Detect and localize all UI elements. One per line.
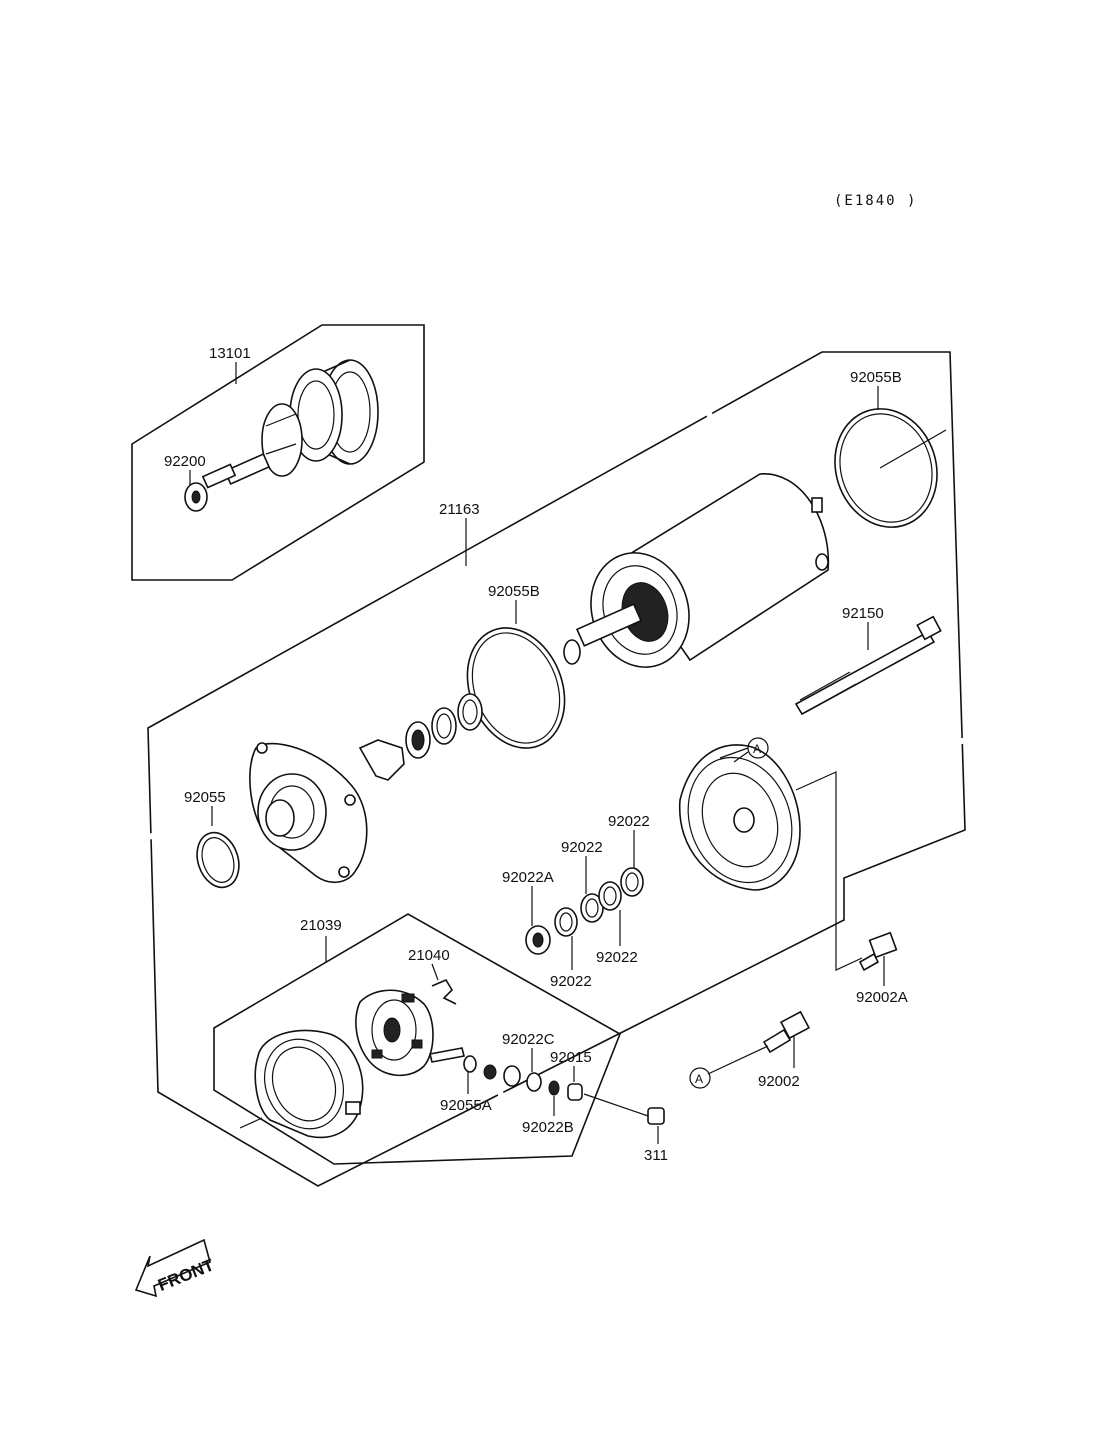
part-label-92150: 92150 bbox=[842, 605, 884, 622]
group-box-21163 bbox=[147, 351, 966, 1187]
terminal-stack bbox=[429, 1047, 583, 1101]
part-label-92022-c: 92022 bbox=[550, 973, 592, 990]
part-label-92015: 92015 bbox=[550, 1049, 592, 1066]
part-label-21040: 21040 bbox=[408, 947, 450, 964]
part-label-92055B-top: 92055B bbox=[850, 369, 902, 386]
callout-marker-a-top-label: A bbox=[753, 742, 761, 756]
part-label-13101: 13101 bbox=[209, 345, 251, 362]
part-label-92022-d: 92022 bbox=[596, 949, 638, 966]
front-arrow-label: FRONT bbox=[155, 1255, 217, 1295]
brush-spring-21040 bbox=[431, 978, 457, 1005]
part-label-92022C: 92022C bbox=[502, 1031, 555, 1048]
part-label-21039: 21039 bbox=[300, 917, 342, 934]
o-ring-92055 bbox=[196, 831, 240, 889]
front-direction-arrow: FRONT bbox=[134, 1238, 217, 1298]
leader-21040 bbox=[431, 963, 439, 981]
washer-stack-upper bbox=[358, 693, 483, 781]
part-label-92002A: 92002A bbox=[856, 989, 908, 1006]
front-cover bbox=[249, 742, 368, 883]
shim-washers-92022 bbox=[525, 867, 644, 955]
part-label-311: 311 bbox=[644, 1147, 668, 1164]
leader-92002A-line bbox=[795, 771, 863, 971]
nut-311 bbox=[647, 1107, 665, 1125]
part-label-92055A: 92055A bbox=[440, 1097, 492, 1114]
part-label-21163: 21163 bbox=[439, 501, 480, 518]
part-label-92055B-mid: 92055B bbox=[488, 583, 540, 600]
o-ring-92055B-mid bbox=[466, 627, 566, 749]
thru-bolt-92150 bbox=[794, 615, 942, 716]
brush-holder-ring bbox=[239, 1029, 364, 1139]
rear-cover bbox=[679, 744, 801, 891]
group-box-21039 bbox=[213, 913, 621, 1165]
drive-gear-assembly bbox=[201, 359, 379, 489]
callout-marker-a-top bbox=[747, 737, 769, 759]
motor-yoke bbox=[563, 473, 830, 668]
part-label-92022A: 92022A bbox=[502, 869, 554, 886]
part-label-92200: 92200 bbox=[164, 453, 206, 470]
bolt-92002 bbox=[707, 1010, 811, 1075]
bolt-92002A bbox=[858, 931, 898, 972]
callout-marker-a-bottom-label: A bbox=[695, 1072, 703, 1086]
washer-92200 bbox=[184, 482, 208, 512]
group-box-13101 bbox=[131, 324, 425, 581]
part-label-92055: 92055 bbox=[184, 789, 226, 806]
part-label-92022B: 92022B bbox=[522, 1119, 574, 1136]
callout-marker-a-bottom bbox=[689, 1067, 711, 1089]
part-label-92022-a: 92022 bbox=[608, 813, 650, 830]
reference-code: (E1840 ) bbox=[834, 193, 917, 209]
o-ring-92055B-top bbox=[834, 408, 947, 528]
brush-plate bbox=[355, 989, 434, 1077]
part-label-92002: 92002 bbox=[758, 1073, 800, 1090]
part-label-92022-b: 92022 bbox=[561, 839, 603, 856]
